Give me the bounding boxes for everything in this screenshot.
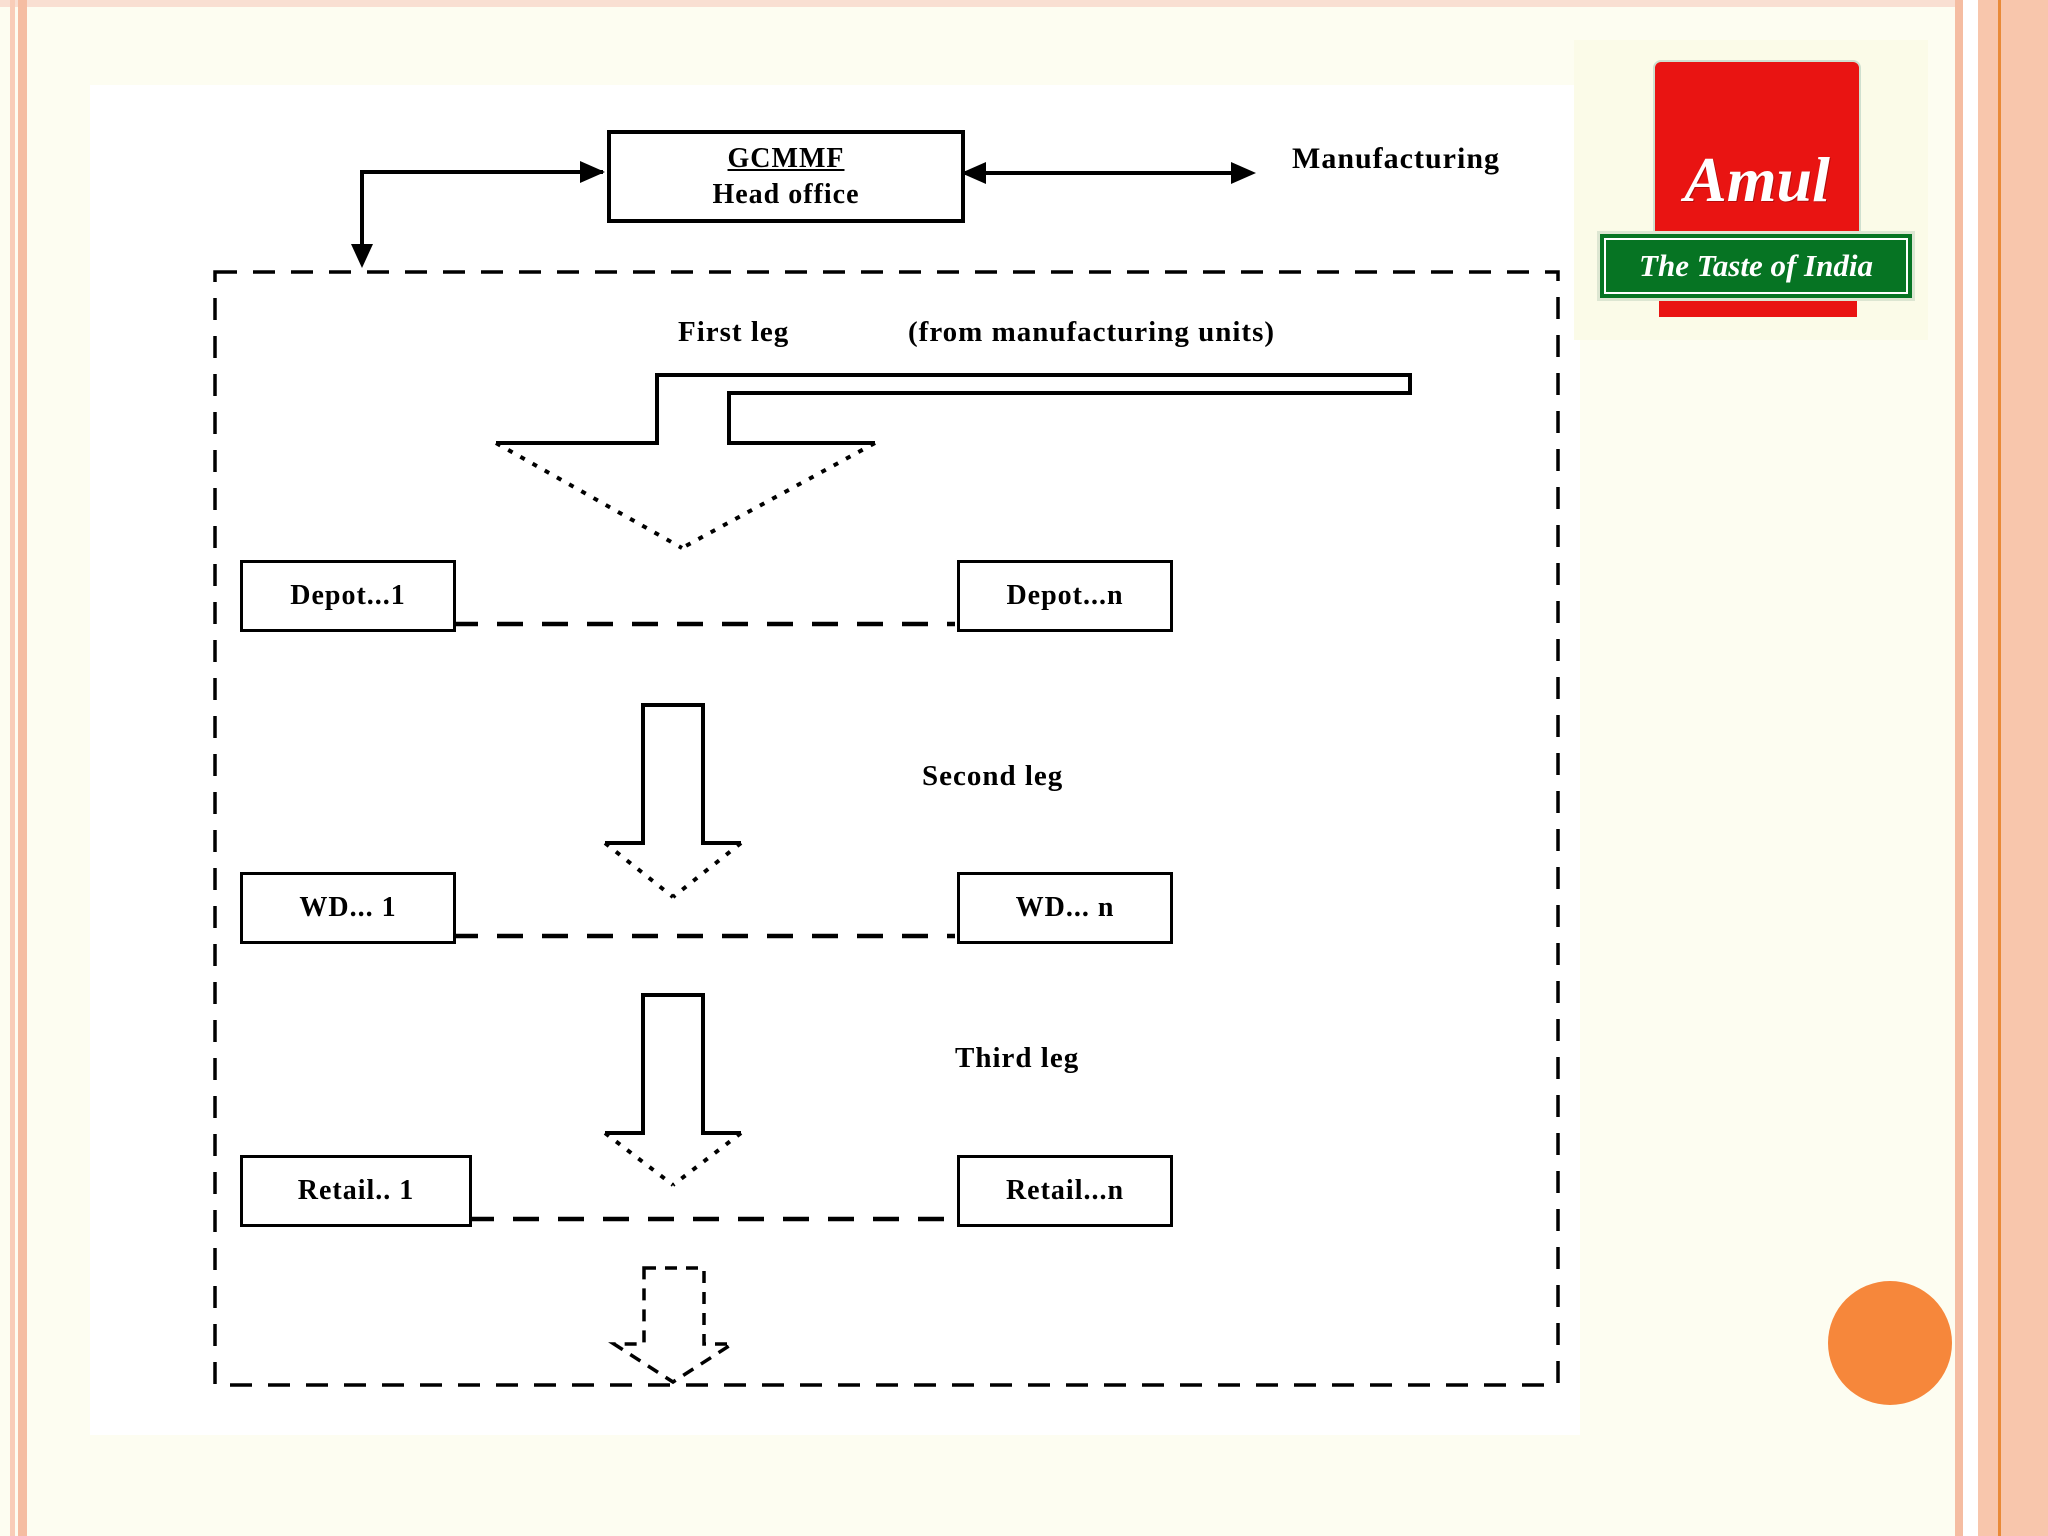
right-border-orange-line: [1998, 0, 2001, 1536]
left-border-stripe-thin: [10, 0, 15, 1536]
first-leg-label: First leg: [678, 316, 790, 348]
amul-logo-green-banner: The Taste of India: [1597, 231, 1915, 301]
first-leg-arrow: [495, 373, 1412, 550]
second-leg-label: Second leg: [922, 760, 1064, 792]
right-border-stripe-white: [1963, 0, 1978, 1536]
head-office-line1: GCMMF: [727, 142, 845, 174]
first-leg-note: (from manufacturing units): [908, 316, 1276, 348]
arrowhead-into-headoffice-left: [580, 161, 605, 183]
orange-circle-decoration: [1828, 1281, 1952, 1405]
right-border-band: [1978, 0, 2048, 1536]
amul-logo-red-square: Amul: [1653, 60, 1861, 242]
depot-n-box: Depot...n: [957, 560, 1173, 632]
connector-headoffice-to-network: [351, 161, 605, 268]
wd-n-box: WD... n: [957, 872, 1173, 944]
right-border-stripe-thin: [1955, 0, 1963, 1536]
retail-n-label: Retail...n: [1005, 1175, 1125, 1206]
dashed-boundary-box: [213, 270, 1560, 1387]
top-border-band: [0, 0, 2048, 7]
left-border-stripe-wide: [18, 0, 27, 1536]
retail-1-label: Retail.. 1: [297, 1175, 415, 1206]
third-leg-label: Third leg: [955, 1042, 1080, 1074]
connector-headoffice-manufacturing: [961, 162, 1256, 184]
retail-1-box: Retail.. 1: [240, 1155, 472, 1227]
amul-brand-text: Amul: [1684, 144, 1830, 215]
head-office-line2: Head office: [712, 178, 860, 210]
second-leg-arrow: [603, 703, 743, 899]
wd-1-box: WD... 1: [240, 872, 456, 944]
wd-1-label: WD... 1: [299, 892, 397, 923]
retail-n-box: Retail...n: [957, 1155, 1173, 1227]
arrowhead-to-manufacturing: [1231, 162, 1256, 184]
continuation-dashed-arrow: [608, 1266, 738, 1385]
amul-tagline-text: The Taste of India: [1639, 248, 1873, 283]
head-office-box: GCMMF Head office: [607, 130, 965, 223]
third-leg-arrow: [603, 993, 743, 1187]
amul-logo: Amul The Taste of India: [1574, 40, 1928, 340]
depot-n-label: Depot...n: [1006, 580, 1124, 611]
manufacturing-label: Manufacturing: [1292, 142, 1500, 175]
depot-1-box: Depot...1: [240, 560, 456, 632]
arrowhead-down-to-network: [351, 244, 373, 268]
wd-n-label: WD... n: [1015, 892, 1115, 923]
arrowhead-into-headoffice-right: [961, 162, 986, 184]
depot-1-label: Depot...1: [290, 580, 406, 611]
